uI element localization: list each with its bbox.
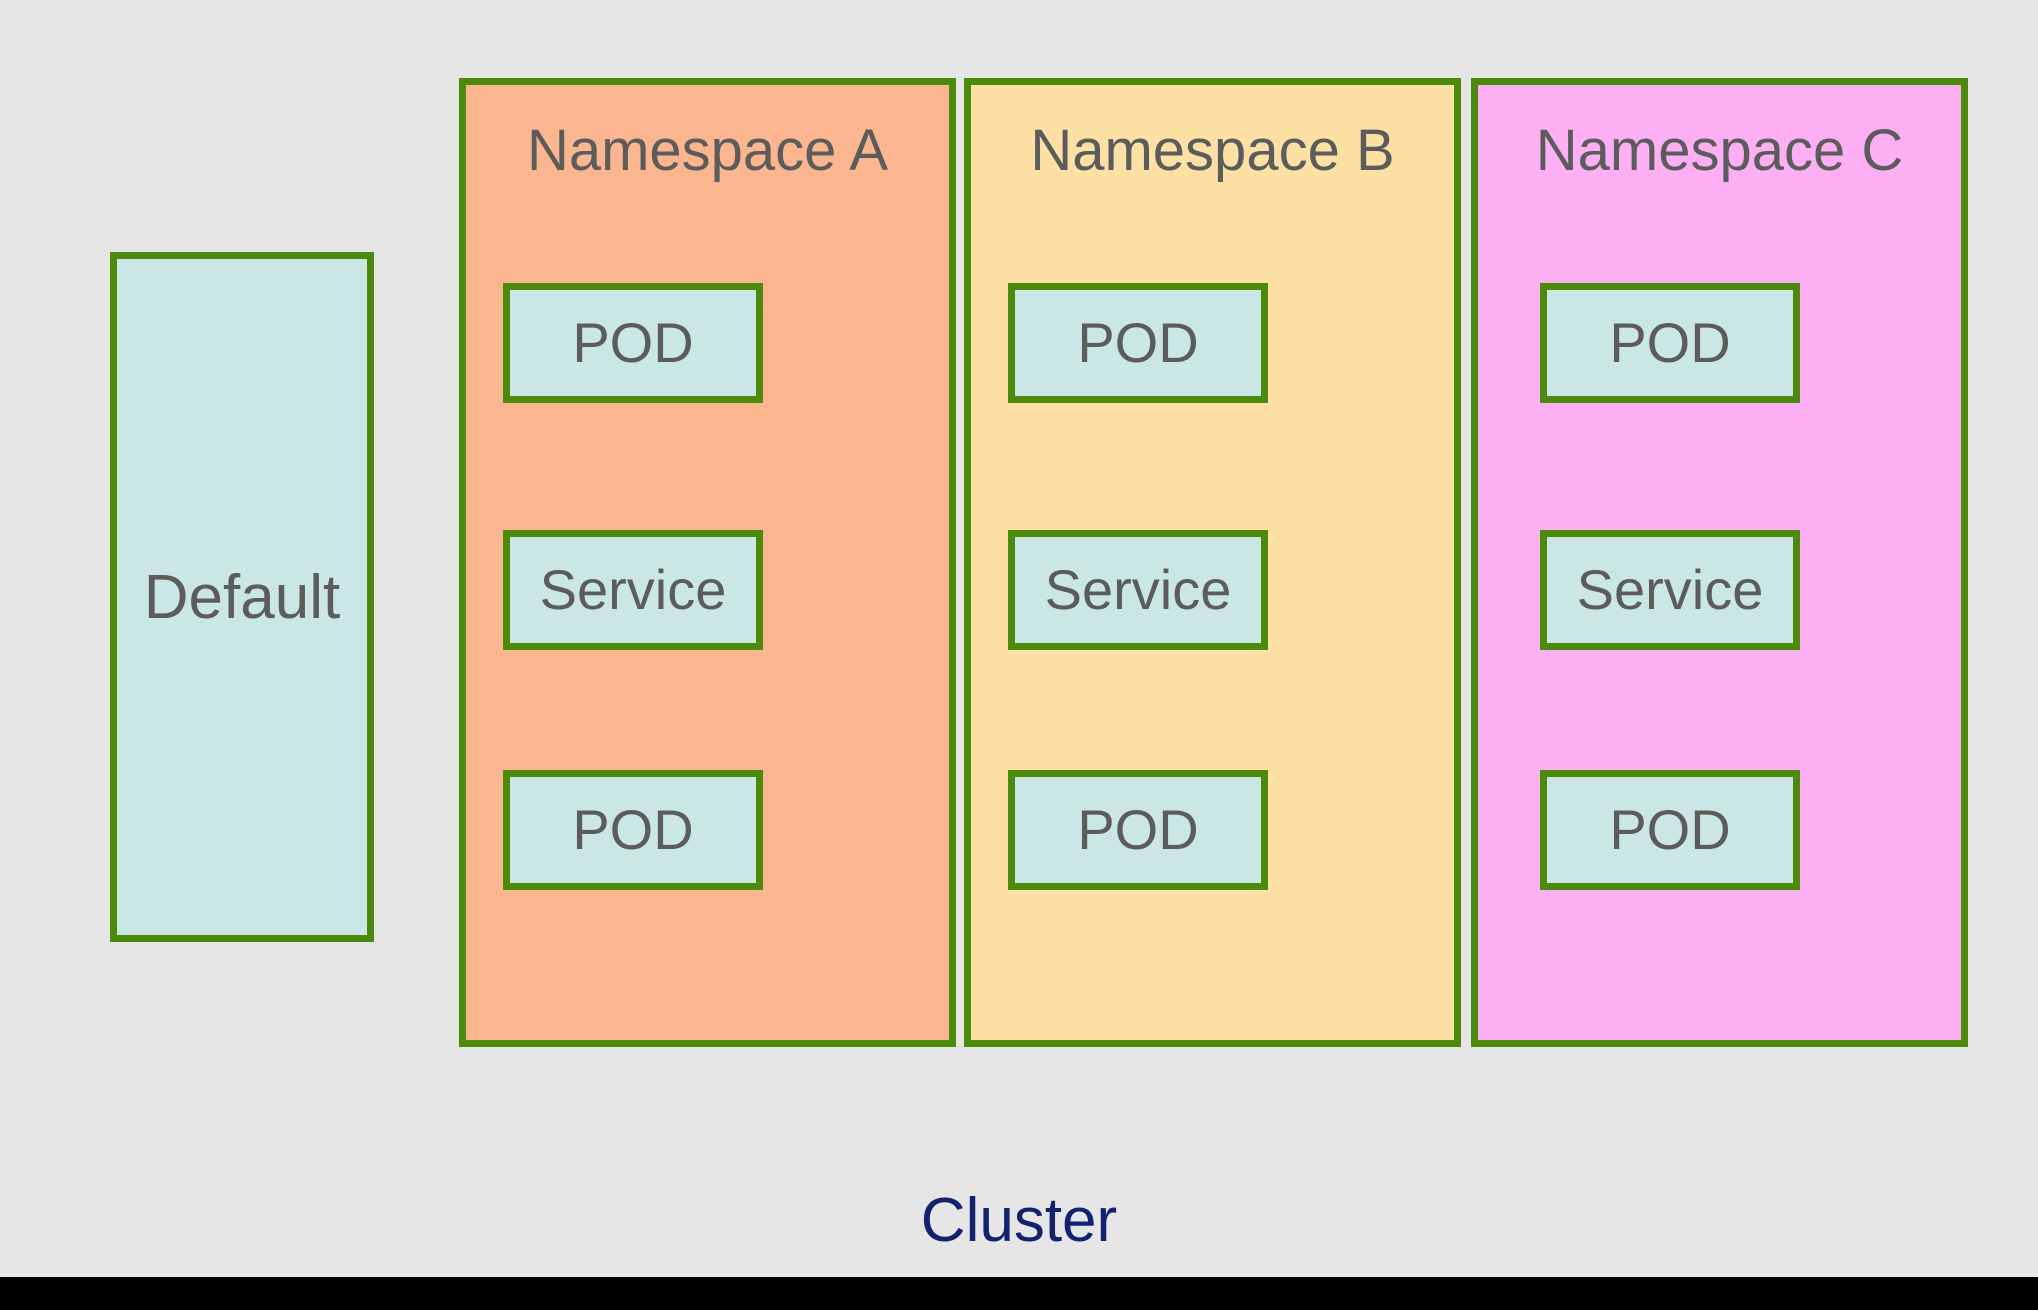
- namespace-c-pod-top-label: POD: [1609, 311, 1731, 374]
- namespace-b-service[interactable]: Service: [1008, 530, 1268, 650]
- namespace-a-pod-top[interactable]: POD: [503, 283, 763, 403]
- namespace-b-pod-bottom[interactable]: POD: [1008, 770, 1268, 890]
- namespace-a-service-label: Service: [539, 558, 727, 621]
- namespace-a-container[interactable]: Namespace A POD Service POD: [459, 78, 956, 1047]
- namespace-c-service[interactable]: Service: [1540, 530, 1800, 650]
- namespace-a-service[interactable]: Service: [503, 530, 763, 650]
- cluster-caption: Cluster: [920, 1186, 1118, 1255]
- namespace-a-pod-bottom[interactable]: POD: [503, 770, 763, 890]
- default-namespace-label: Default: [143, 562, 341, 632]
- namespace-a-title: Namespace A: [526, 118, 889, 183]
- namespace-c-service-label: Service: [1576, 558, 1764, 621]
- namespace-a-pod-top-label: POD: [572, 311, 694, 374]
- namespace-c-title: Namespace C: [1535, 118, 1904, 183]
- namespace-c-pod-bottom[interactable]: POD: [1540, 770, 1800, 890]
- namespace-a-pod-bottom-label: POD: [572, 798, 694, 861]
- bottom-bar: [0, 1277, 2038, 1310]
- namespace-b-container[interactable]: Namespace B POD Service POD: [964, 78, 1461, 1047]
- default-namespace-box[interactable]: Default: [110, 252, 374, 942]
- namespace-b-pod-top[interactable]: POD: [1008, 283, 1268, 403]
- namespace-c-container[interactable]: Namespace C POD Service POD: [1471, 78, 1968, 1047]
- namespace-b-pod-top-label: POD: [1077, 311, 1199, 374]
- namespace-b-title: Namespace B: [1030, 118, 1395, 183]
- namespace-b-pod-bottom-label: POD: [1077, 798, 1199, 861]
- namespace-c-pod-bottom-label: POD: [1609, 798, 1731, 861]
- namespace-c-pod-top[interactable]: POD: [1540, 283, 1800, 403]
- namespace-b-service-label: Service: [1044, 558, 1232, 621]
